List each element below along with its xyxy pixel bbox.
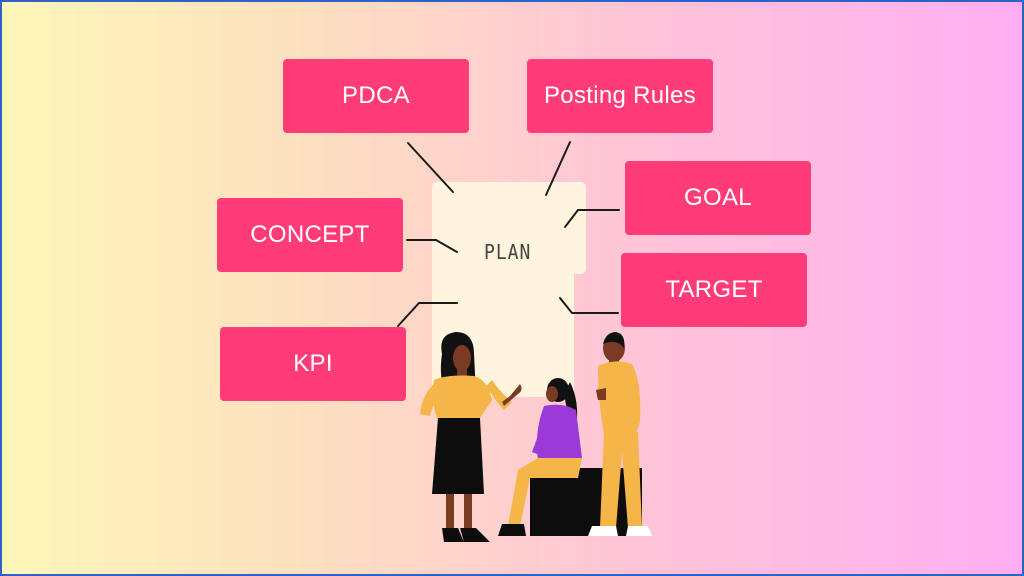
- tag-posting-rules: Posting Rules: [527, 59, 713, 133]
- tag-goal-label: GOAL: [684, 184, 752, 211]
- man-standing: [588, 332, 652, 536]
- connector-pdca: [407, 142, 454, 193]
- tag-posting-rules-label: Posting Rules: [544, 82, 696, 109]
- plan-label: PLAN: [484, 240, 532, 265]
- tag-kpi: KPI: [220, 327, 406, 401]
- connector-posting-rules: [545, 141, 571, 196]
- box-seat: [530, 468, 642, 536]
- tag-target: TARGET: [621, 253, 807, 327]
- connector-kpi: [397, 302, 458, 327]
- tag-concept-label: CONCEPT: [250, 221, 370, 248]
- tag-pdca-label: PDCA: [342, 82, 410, 109]
- connector-concept: [406, 239, 458, 253]
- tag-concept: CONCEPT: [217, 198, 403, 272]
- tag-target-label: TARGET: [665, 276, 763, 303]
- woman-standing: [420, 332, 522, 542]
- connector-goal: [564, 209, 620, 228]
- tag-goal: GOAL: [625, 161, 811, 235]
- connector-target: [559, 297, 619, 314]
- woman-seated: [498, 378, 582, 536]
- tag-pdca: PDCA: [283, 59, 469, 133]
- tag-kpi-label: KPI: [293, 350, 333, 377]
